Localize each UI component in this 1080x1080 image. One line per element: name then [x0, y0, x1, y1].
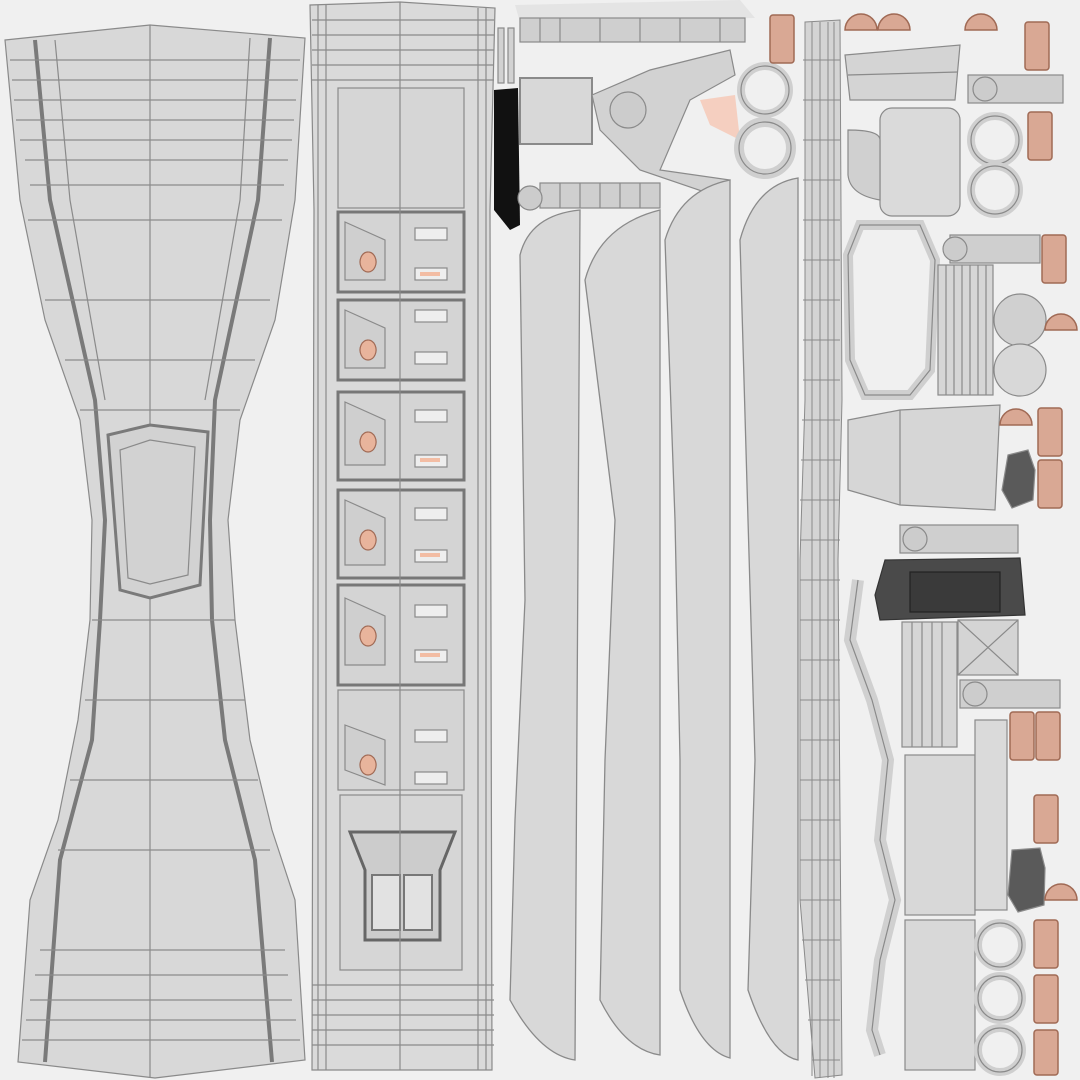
- black-strip: [494, 88, 520, 230]
- panel-module-4: [336, 488, 466, 580]
- panel-module-6: [337, 689, 465, 791]
- ribbed-cable-island: [799, 19, 843, 1079]
- small-parts-cluster-island: [734, 44, 1064, 1076]
- top-mechanism-island: [494, 0, 755, 230]
- panel-module-base: [339, 794, 463, 971]
- panel-module-1: [336, 210, 466, 294]
- panel-module-5: [336, 583, 466, 687]
- blade-strip-island: [509, 177, 799, 1061]
- spine-panel-strip-island: [309, 1, 496, 1071]
- torso-shell-island: [4, 24, 306, 1079]
- panel-module-2: [336, 298, 466, 382]
- accent-parts: [769, 13, 1078, 1076]
- panel-module-3: [336, 390, 466, 482]
